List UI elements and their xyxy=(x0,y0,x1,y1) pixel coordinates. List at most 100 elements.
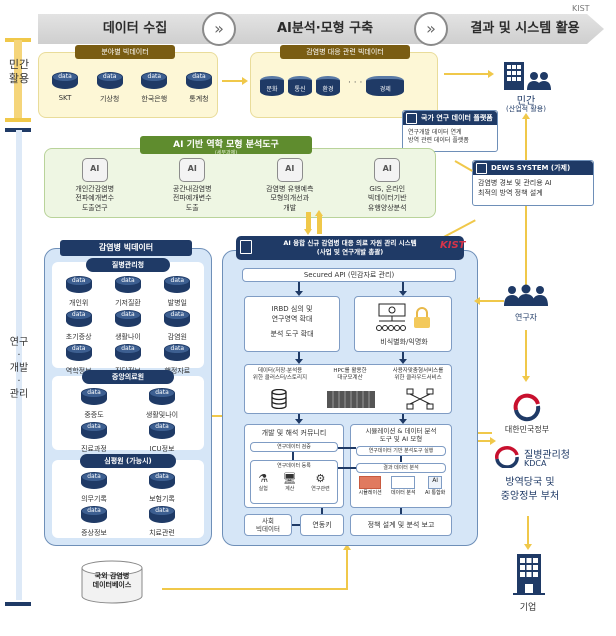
database-icon: data xyxy=(114,276,141,296)
arrow-head xyxy=(524,544,532,550)
researcher-label: 연구자 xyxy=(514,313,538,322)
infection-big-data-title: 감염병 빅데이터 xyxy=(60,240,192,256)
phase-banner xyxy=(38,14,604,44)
database-icon xyxy=(271,388,287,411)
arrow-head xyxy=(488,70,494,78)
database-icon: data xyxy=(114,344,141,364)
arrow-head xyxy=(315,210,323,216)
data-telecom: 통신 xyxy=(288,76,312,96)
ai-tools-title: AI 기반 역학 모형 분석도구 xyxy=(140,136,312,154)
flow-arrow xyxy=(222,80,244,82)
flow-arrow xyxy=(338,467,356,469)
flow-arrow xyxy=(399,282,407,296)
flow-arrow xyxy=(295,282,303,296)
flow-arrow xyxy=(295,352,303,364)
data-verify-box: 연구데이터 검증 xyxy=(250,442,338,452)
card-body: 감염병 경보 및 관리용 AI 최적의 방역 정책 설계 xyxy=(478,179,552,197)
data-register-box: 연구데이터 등록 ⚗실험 🖥계산 ⚙연구관련 xyxy=(250,460,338,504)
anonymization-label: 비식별화/익명화 xyxy=(380,338,428,346)
card-title: DEWS SYSTEM (가제) xyxy=(491,164,571,172)
server-icon xyxy=(406,113,417,124)
phase-data-collection: 데이터 수집 xyxy=(102,21,168,36)
database-icon: data xyxy=(96,72,123,92)
nmc-group-title: 중앙의료원 xyxy=(82,370,174,384)
building-people-icon xyxy=(498,60,558,92)
hira-group xyxy=(52,460,204,538)
database-icon: data xyxy=(52,72,78,92)
company-label: 기업 xyxy=(519,603,537,613)
phase-ai-analysis: AI분석·모형 구축 xyxy=(276,21,374,36)
ai-database-icon: AI xyxy=(179,158,206,182)
korea-gov-emblem-icon xyxy=(512,392,542,422)
axis-cap xyxy=(5,118,31,122)
flow-arrow xyxy=(212,415,224,417)
database-icon: data xyxy=(81,422,107,442)
hira-group-title: 심평원 (가능시) xyxy=(80,454,176,468)
database-icon: data xyxy=(149,506,175,526)
private-sector-label: 민간 xyxy=(516,96,536,107)
ai-database-icon: AI xyxy=(81,158,108,182)
researchers-icon xyxy=(504,284,548,308)
flow-arrow xyxy=(444,73,490,75)
experiment-icon: ⚗실험 xyxy=(258,472,269,492)
data-analysis-icon: 데이터 분석 xyxy=(391,476,416,496)
data-culture: 문화 xyxy=(260,76,284,96)
server-rack-icon xyxy=(327,389,375,411)
database-icon: data xyxy=(65,310,92,330)
private-use-axis xyxy=(14,40,22,120)
dev-community-title: 개발 및 해석 커뮤니티 xyxy=(261,429,327,437)
flow-arrow xyxy=(399,352,407,364)
card-body: 연구개발 데이터 연계 방역 관련 데이터 플랫폼 xyxy=(408,129,469,145)
database-icon: data xyxy=(164,310,191,330)
ai-database-icon: AI xyxy=(276,158,303,182)
flow-arrow xyxy=(346,548,348,590)
dews-system-card: DEWS SYSTEM (가제) 감염병 경보 및 관리용 AI 최적의 방역 … xyxy=(472,160,594,206)
authorities-label: 방역당국 및 중앙정부 부처 xyxy=(500,477,560,502)
flow-arrow xyxy=(527,516,529,546)
database-icon: data xyxy=(65,276,92,296)
simulation-icon: 시뮬레이션 xyxy=(359,476,382,496)
flow-arrow xyxy=(399,414,407,424)
government-label: 대한민국정부 xyxy=(504,425,550,434)
rnd-axis xyxy=(16,130,22,600)
simulation-title: 시뮬레이션 & 데이터 분석 도구 및 AI 모형 xyxy=(365,427,437,444)
card-title: 국가 연구 데이터 플랫폼 xyxy=(421,114,493,122)
nmc-group xyxy=(52,376,204,450)
flow-arrow-up xyxy=(321,508,323,514)
infection-related-data-title: 감염병 대응 관련 빅데이터 xyxy=(280,45,410,59)
flow-arrow-down xyxy=(306,212,311,230)
flow-arrow xyxy=(525,330,527,378)
kdca-name: 질병관리청 xyxy=(524,450,570,461)
national-research-platform-card: 국가 연구 데이터 플랫폼 연구개발 데이터 연계 방역 관련 데이터 플랫폼 xyxy=(402,110,498,152)
arrow-head xyxy=(304,229,312,235)
double-chevron-right-icon: » xyxy=(202,12,236,46)
database-icon: data xyxy=(164,276,191,296)
arrow-head xyxy=(343,544,351,550)
private-sector-sublabel: (산업적 활용) xyxy=(506,105,546,113)
flow-arrow xyxy=(454,160,473,172)
social-big-data-box: 사회 빅데이터 xyxy=(244,514,292,536)
database-icon: data xyxy=(65,344,92,364)
axis-cap-bottom xyxy=(5,602,31,606)
database-icon: data xyxy=(149,388,175,408)
flow-arrow xyxy=(338,447,356,449)
arrow-head xyxy=(490,437,496,445)
cloud-network-icon xyxy=(405,387,435,413)
